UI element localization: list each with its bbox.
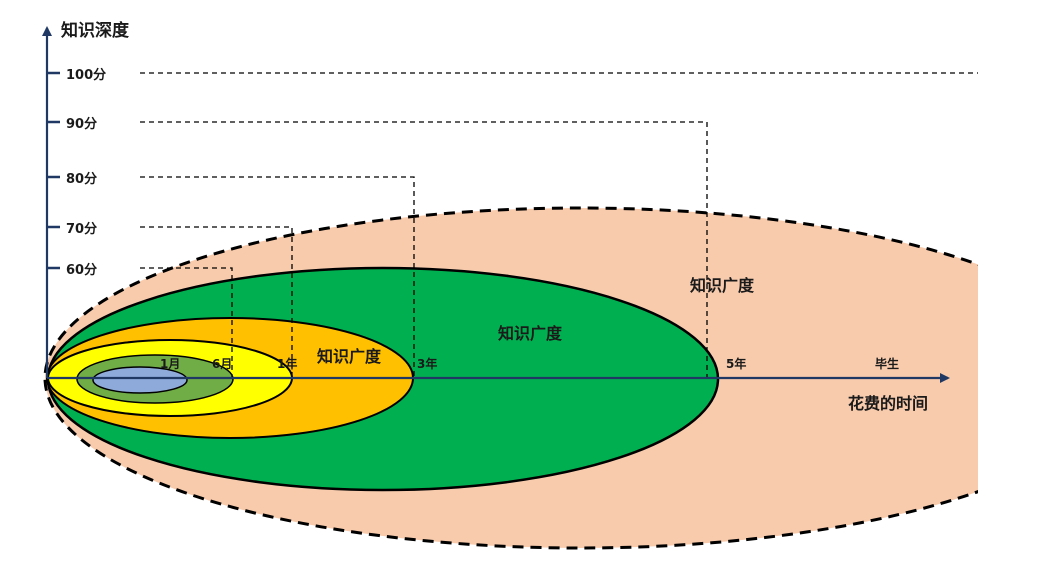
breadth-label-5-years: 知识广度 — [498, 324, 563, 343]
y-axis-label: 知识深度 — [60, 20, 130, 41]
y-ticks — [47, 71, 60, 270]
guide-70 — [140, 226, 293, 378]
breadth-label-lifetime: 知识广度 — [690, 276, 755, 295]
time-label-1-month: 1月 — [160, 357, 180, 371]
x-axis-label: 花费的时间 — [848, 394, 928, 413]
depth-guide-lines — [140, 72, 978, 378]
depth-label-60: 60分 — [66, 262, 97, 278]
guide-90 — [140, 121, 708, 378]
time-label-lifetime: 毕生 — [875, 356, 899, 371]
one-month-ellipse — [92, 366, 188, 394]
guide-60 — [140, 267, 233, 378]
depth-label-80: 80分 — [66, 171, 97, 187]
depth-label-90: 90分 — [66, 116, 97, 132]
time-label-3-years: 3年 — [417, 356, 437, 371]
breadth-label-3-years: 知识广度 — [317, 347, 382, 366]
depth-label-100: 100分 — [66, 67, 106, 83]
time-label-1-year: 1年 — [277, 356, 297, 371]
time-label-5-years: 5年 — [726, 356, 746, 371]
guide-80 — [140, 176, 415, 378]
depth-label-70: 70分 — [66, 221, 97, 237]
time-label-6-months: 6月 — [212, 357, 232, 371]
